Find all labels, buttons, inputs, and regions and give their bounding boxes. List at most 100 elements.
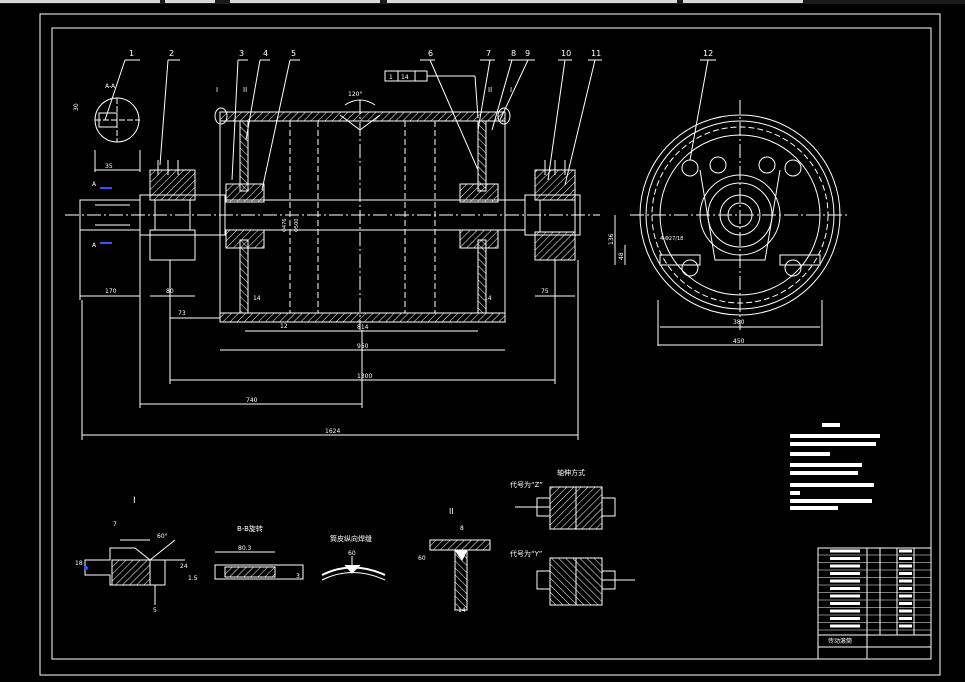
toolbar-segment[interactable] (387, 0, 677, 3)
side-view-dims: 380 450 4-Φ27/18 136 48 (608, 233, 745, 345)
dim-80: 80 (166, 288, 174, 295)
detail-shell-weld (321, 556, 386, 581)
parts-list-cell (899, 557, 912, 560)
parts-list-cell (899, 602, 912, 605)
weld-symbol-value: 14 (401, 74, 409, 81)
detail-b-b-dim: 80.3 (238, 545, 252, 552)
toolbar-segment[interactable] (165, 0, 215, 3)
technical-notes (790, 423, 880, 510)
dim-48: 48 (618, 252, 625, 260)
parts-list-cell (899, 594, 912, 598)
detail-ii-60: 60 (418, 555, 426, 562)
detail-ii-labels: II 8 14 60 (418, 507, 466, 614)
title-block-rows (818, 549, 931, 631)
parts-list-cell (899, 609, 912, 613)
dim-450: 450 (733, 338, 745, 345)
parts-list-cell (830, 594, 860, 598)
parts-list-cell (830, 624, 860, 628)
detail-b-b-labels: B-B旋转 80.3 3 (237, 524, 300, 580)
dim-740: 740 (246, 397, 258, 404)
section-mark-a-bottom: A (92, 242, 97, 249)
parts-list-cell (899, 617, 912, 620)
parts-list-cell (899, 579, 912, 583)
diameter-labels: Φ476 Φ500 (282, 219, 300, 232)
shaft-section-a-a: A-A 35 30 (73, 83, 141, 172)
key-methods-labels: 轴伸方式 代号为“Z” 代号为“Y” (510, 468, 585, 558)
key-method-z: 代号为“Z” (510, 480, 543, 489)
parts-list-cell (830, 557, 860, 560)
parts-list-cell (830, 617, 860, 620)
section-arrows: A A (92, 181, 112, 249)
dim-30: 30 (73, 103, 80, 111)
marker-i-right: I (510, 86, 512, 94)
dim-170: 170 (105, 288, 117, 295)
dim-12: 12 (280, 323, 288, 330)
parts-list-cell (899, 587, 912, 590)
toolbar-segment[interactable] (230, 0, 380, 3)
drawing-name: 传动滚筒 (828, 637, 852, 645)
dia-476: Φ476 (282, 219, 288, 232)
dim-814: 814 (357, 324, 369, 331)
parts-list-cell (830, 587, 860, 590)
detail-ii-14: 14 (458, 607, 466, 614)
key-method-y: 代号为“Y” (510, 549, 542, 558)
part-number-3: 3 (239, 49, 244, 58)
dimension-lines (79, 230, 579, 440)
detail-i-60: 60° (157, 533, 168, 540)
dia-500: Φ500 (294, 219, 300, 232)
section-mark-a-top: A (92, 181, 97, 188)
parts-list-cell (830, 579, 860, 583)
dim-73: 73 (178, 310, 186, 317)
part-number-8: 8 (511, 49, 516, 58)
dim-1624: 1624 (325, 428, 340, 435)
part-number-6: 6 (428, 49, 433, 58)
detail-i-labels: I 7 60° 24 5 18 1.5 (75, 496, 198, 614)
dim-35: 35 (105, 163, 113, 170)
dim-14-right: 14 (484, 295, 492, 302)
detail-ii-8: 8 (460, 525, 464, 532)
parts-list-cell (830, 602, 860, 605)
section-label-a-a: A-A (105, 83, 116, 90)
outer-border (39, 13, 941, 676)
detail-shell-weld-dim: 60 (348, 550, 356, 557)
detail-i-5: 5 (153, 607, 157, 614)
detail-b-b-3: 3 (296, 573, 300, 580)
marker-i-left: I (216, 86, 218, 94)
main-section-view (65, 99, 600, 330)
side-view (614, 100, 850, 346)
toolbar-segment[interactable] (683, 0, 803, 3)
dim-bolt: 4-Φ27/18 (660, 236, 683, 242)
detail-b-b-title: B-B旋转 (237, 524, 263, 533)
parts-list-cell (899, 572, 912, 575)
detail-shell-weld-labels: 筒皮纵向焊缝 60 (330, 534, 372, 557)
detail-markers: I II II I 120° (216, 86, 512, 98)
part-number-2: 2 (169, 49, 174, 58)
part-number-12: 12 (703, 49, 713, 58)
marker-ii-left: II (243, 86, 247, 94)
parts-list-cell (899, 564, 912, 568)
part-number-7: 7 (486, 49, 491, 58)
detail-i-1.5: 1.5 (188, 575, 198, 582)
part-leaders (104, 59, 716, 191)
weld-symbol-num: 1 (389, 74, 393, 81)
part-number-10: 10 (561, 49, 571, 58)
dim-75: 75 (541, 288, 549, 295)
parts-list-cell (830, 564, 860, 568)
toolbar-segment[interactable] (0, 0, 160, 3)
detail-ii (429, 539, 491, 611)
marker-ii-right: II (488, 86, 492, 94)
parts-list-cell (830, 572, 860, 575)
key-methods (515, 486, 635, 606)
parts-list-cell (899, 549, 912, 553)
detail-i-24: 24 (180, 563, 188, 570)
detail-i-18: 18 (75, 560, 83, 567)
parts-list-cell (899, 624, 912, 628)
part-number-1: 1 (129, 49, 134, 58)
detail-i-title: I (133, 496, 136, 506)
dim-136: 136 (608, 233, 615, 245)
part-number-5: 5 (291, 49, 296, 58)
detail-shell-weld-title: 筒皮纵向焊缝 (330, 534, 372, 543)
weld-symbol-box: 1 14 (384, 70, 479, 119)
part-number-9: 9 (525, 49, 530, 58)
